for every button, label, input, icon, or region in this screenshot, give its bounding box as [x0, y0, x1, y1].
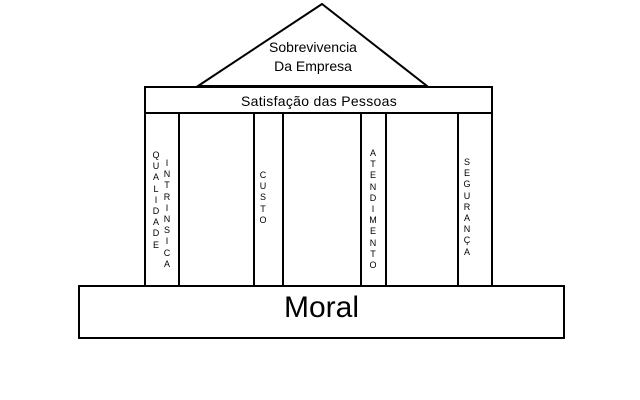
pillar-letter: S	[259, 192, 266, 203]
pillar-letter: D	[369, 192, 377, 203]
pillar-letter: T	[370, 159, 376, 170]
pillar-letter: L	[153, 183, 159, 194]
pillar-letter: A	[163, 258, 170, 269]
pillar-letter: E	[152, 239, 159, 250]
pillar-letter: D	[152, 228, 160, 239]
beam-box	[144, 86, 493, 114]
pillar-letter: G	[463, 179, 471, 190]
pillar-letter: C	[163, 247, 171, 258]
pillar-letter: N	[163, 169, 171, 180]
pillar-letter: I	[165, 202, 169, 213]
pillar-letter: E	[369, 170, 376, 181]
pillar-letter: U	[152, 161, 160, 172]
pillar-letter: R	[463, 201, 471, 212]
pillar-letter: A	[463, 213, 470, 224]
pillar-letter: M	[369, 215, 377, 226]
columns-box	[144, 112, 493, 287]
pillar-letter: S	[163, 225, 170, 236]
pillar-letter: E	[369, 226, 376, 237]
roof-title-line2: Da Empresa	[274, 58, 352, 74]
pillar-letter: T	[164, 180, 170, 191]
beam-label: Satisfação das Pessoas	[240, 93, 398, 109]
roof-title-line1: Sobrevivencia	[269, 39, 357, 55]
pillar-letter: C	[259, 170, 267, 180]
pillar-letter: T	[260, 203, 266, 214]
pillar-letter: O	[369, 260, 377, 271]
pillar-letter: T	[370, 248, 376, 259]
pillar-letter: U	[463, 190, 471, 201]
pillar-letter: N	[369, 237, 377, 248]
pillar-letter: D	[152, 206, 160, 217]
pillar-letter: S	[463, 157, 470, 167]
pillar-letter: A	[463, 246, 470, 257]
pillar-letter: A	[152, 217, 159, 228]
pillar-letter: I	[165, 158, 169, 168]
pillar-letter: N	[369, 181, 377, 192]
pillar-letter: I	[154, 194, 158, 205]
pillar-letter: I	[371, 204, 375, 215]
pillar-letter: Q	[152, 150, 160, 160]
base-label: Moral	[283, 291, 359, 324]
pillar-letter: A	[152, 172, 159, 183]
pillar-letter: O	[259, 214, 267, 225]
pillar-letter: N	[463, 224, 471, 235]
pillar-letter: I	[165, 236, 169, 247]
pillar-letter: E	[463, 168, 470, 179]
pillar-letter: U	[259, 181, 267, 192]
pillar-letter: Ç	[463, 235, 471, 246]
pillar-letter: N	[163, 214, 171, 225]
pillar-letter: A	[369, 148, 376, 158]
base-box	[78, 285, 565, 339]
pillar-letter: R	[163, 191, 171, 202]
